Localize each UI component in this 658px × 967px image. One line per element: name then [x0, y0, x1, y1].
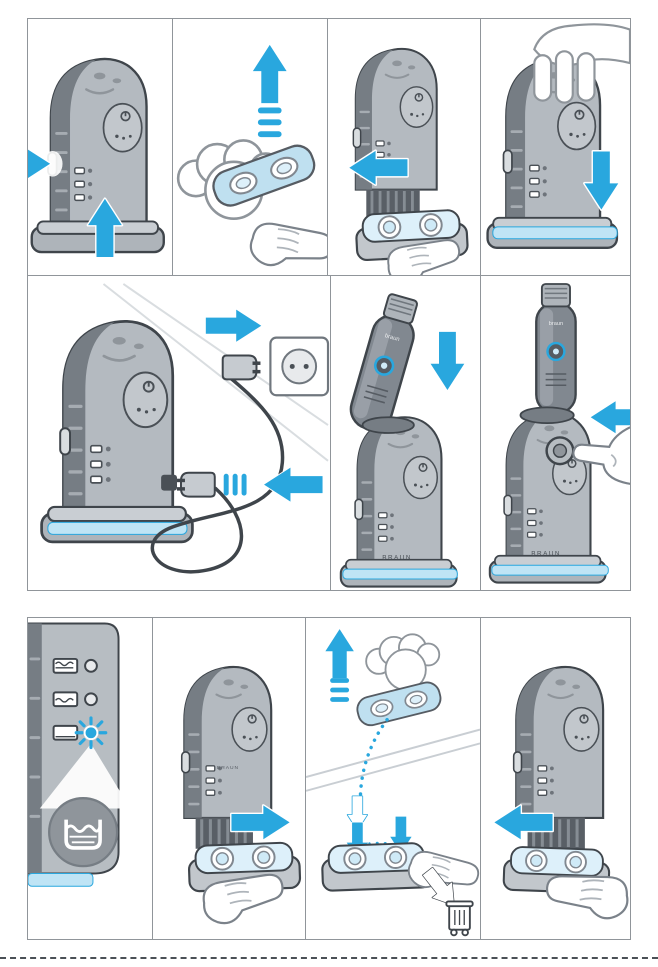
led	[84, 692, 98, 707]
blue-base-strip	[28, 872, 94, 887]
blue-base-strip	[47, 521, 188, 535]
hand	[545, 870, 630, 924]
panel-connect-power-cord	[27, 275, 331, 591]
arrow-up-icon	[324, 628, 355, 679]
arrow-left-icon	[589, 399, 630, 435]
illustration-empty-indicator	[28, 622, 131, 887]
panel-peel-off-cartridge-lid	[172, 18, 328, 276]
cut-line	[0, 957, 658, 959]
station-brand-text: BRAUN	[382, 554, 412, 561]
spotlight-beam	[39, 743, 131, 809]
panel-press-release-buttons	[27, 18, 173, 276]
cleaning-station	[58, 319, 175, 513]
illustration-connect-power-cord	[40, 283, 330, 574]
blue-base-strip	[342, 568, 458, 580]
panel-swap-lid-and-dispose	[305, 617, 481, 940]
illustration-dock-shaver: BRAUN	[339, 290, 466, 588]
start-button-center	[552, 443, 568, 458]
shaver	[344, 290, 425, 436]
release-button-highlight	[42, 150, 63, 177]
cleaning-station	[502, 412, 592, 561]
wall-edge-lines	[102, 283, 329, 462]
illustration-press-station-down	[486, 23, 630, 250]
illustration-press-release-buttons	[28, 57, 165, 259]
illustration-peel-off-cartridge-lid	[176, 43, 327, 275]
arrow-right-icon	[28, 145, 52, 183]
panel-press-start-button: BRAUN	[480, 275, 631, 591]
panel-pull-out-drawer: BRAUN	[152, 617, 306, 940]
level-indicator-full	[52, 657, 98, 674]
arrow-right-icon	[204, 308, 263, 343]
cleaning-station	[46, 57, 148, 227]
blue-base-strip	[491, 564, 609, 576]
power-cord	[150, 375, 285, 574]
cleaning-station-open	[512, 665, 605, 820]
dotted-path	[358, 717, 389, 819]
panel-empty-indicator-flashes	[27, 617, 153, 940]
illustration-swap-lid-and-dispose	[306, 628, 480, 937]
illustration-insert-cartridge	[347, 47, 470, 275]
illustration-press-start-button: BRAUN	[488, 282, 630, 584]
station-brand-text: BRAUN	[217, 765, 239, 771]
station-edge-ribs	[29, 657, 41, 818]
shaver	[535, 282, 577, 415]
panel-insert-cartridge	[327, 18, 481, 276]
cord-socket	[161, 474, 178, 491]
illustration-push-drawer-in	[493, 665, 630, 924]
fluid-level-symbol-icon	[47, 796, 119, 868]
illustration-pull-out-drawer: BRAUN	[180, 665, 302, 926]
station-closeup-edge	[28, 623, 42, 874]
panel-dock-shaver: BRAUN	[330, 275, 481, 591]
led	[84, 658, 98, 673]
hand	[245, 214, 327, 275]
hand	[365, 633, 441, 691]
level-indicator-half	[52, 691, 98, 708]
wall-socket	[269, 336, 330, 397]
arrow-left-icon	[263, 466, 324, 503]
flashing-led-icon	[74, 716, 108, 750]
station-brand-text: BRAUN	[531, 550, 561, 557]
dock-cradle	[519, 406, 575, 425]
cleaning-station-open	[180, 665, 273, 820]
arrow-up-icon	[251, 43, 288, 105]
cleaning-station	[353, 416, 443, 565]
blue-base-strip	[492, 226, 618, 240]
panel-press-station-down	[480, 18, 631, 276]
panel-push-drawer-in	[480, 617, 631, 940]
level-indicator-empty	[52, 724, 79, 741]
arrow-down-icon	[429, 330, 466, 391]
motion-dashes-icon	[257, 107, 282, 138]
power-plug	[221, 354, 262, 381]
table-edge-lines	[306, 728, 480, 792]
press-lines	[223, 473, 247, 496]
motion-dashes-icon	[330, 678, 350, 702]
waste-bin-icon	[445, 900, 474, 937]
hand-fingers	[533, 50, 596, 104]
dock-cradle	[361, 416, 415, 434]
power-plug	[176, 471, 216, 498]
